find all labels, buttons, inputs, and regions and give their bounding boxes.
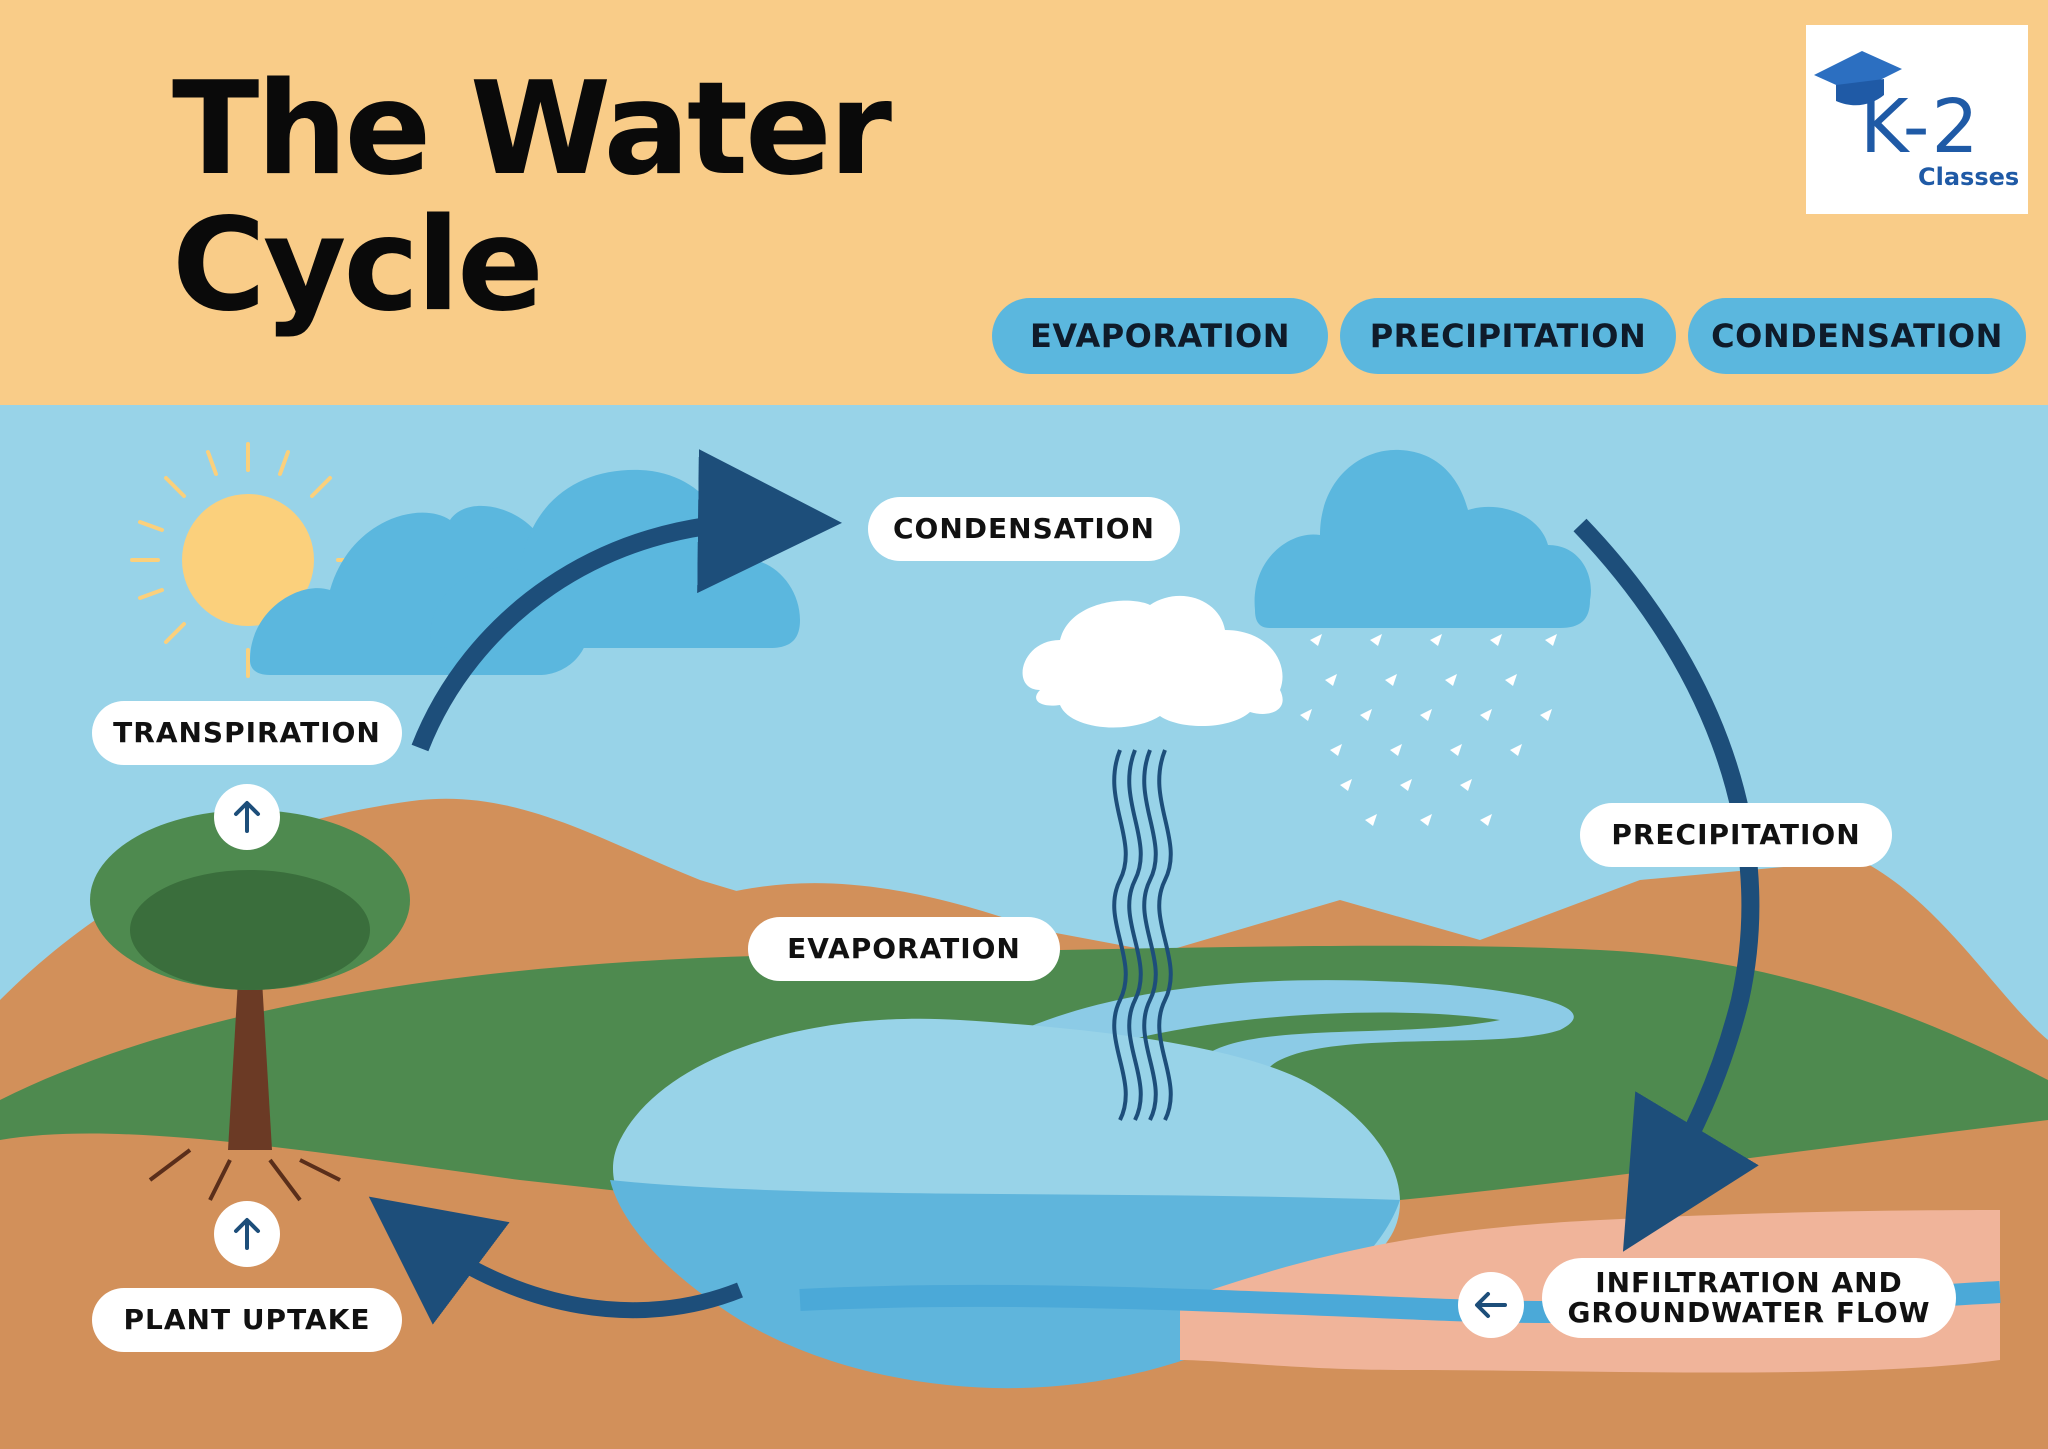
tree-icon (90, 810, 410, 1202)
label-evaporation: EVAPORATION (748, 917, 1060, 981)
precipitation-arrow (1573, 518, 1760, 1252)
runoff-arrow (368, 1196, 743, 1325)
evaporation-waves (1112, 749, 1173, 1121)
arrow-up-icon (234, 801, 260, 833)
groundwater-arrow-badge (1458, 1272, 1524, 1338)
label-precipitation: PRECIPITATION (1580, 803, 1892, 867)
transpiration-arrow (411, 449, 842, 752)
rain-cloud-icon (1254, 449, 1591, 628)
title-line-1: The Water (172, 55, 892, 204)
label-transpiration: TRANSPIRATION (92, 701, 402, 765)
transpiration-arrow-badge (214, 784, 280, 850)
arrow-up-icon (234, 1218, 260, 1250)
white-cloud-icon (1022, 595, 1283, 728)
label-infiltration-groundwater: INFILTRATION AND GROUNDWATER FLOW (1542, 1258, 1956, 1338)
raindrops (1300, 634, 1557, 826)
logo-subtext: Classes (1918, 163, 2020, 191)
logo-text: K-2 (1860, 84, 1981, 170)
legend-pill-evaporation: EVAPORATION (992, 298, 1328, 374)
arrow-left-icon (1475, 1292, 1507, 1318)
plant-uptake-arrow-badge (214, 1201, 280, 1267)
page-title: The Water Cycle (172, 62, 932, 334)
legend-pill-precipitation: PRECIPITATION (1340, 298, 1676, 374)
label-condensation: CONDENSATION (868, 497, 1180, 561)
label-plant-uptake: PLANT UPTAKE (92, 1288, 402, 1352)
title-line-2: Cycle (172, 191, 544, 340)
k2-classes-logo: K-2 Classes (1806, 25, 2028, 214)
legend-pill-condensation: CONDENSATION (1688, 298, 2026, 374)
graduation-cap-icon (1814, 51, 1902, 106)
